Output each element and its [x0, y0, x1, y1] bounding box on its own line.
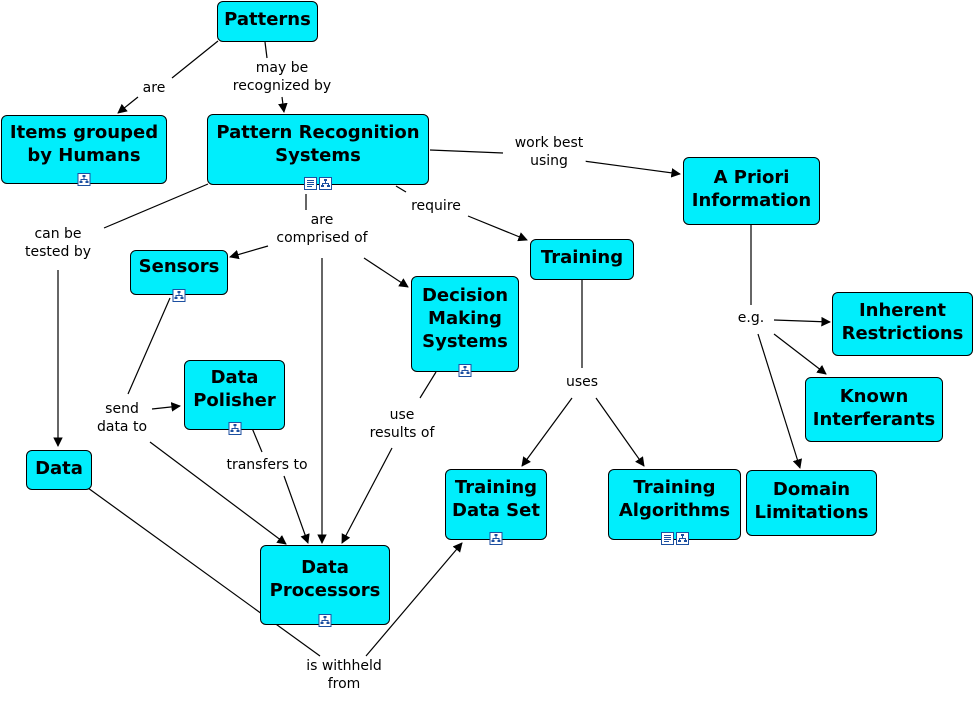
link-label-are-comprised-of: are comprised of [274, 211, 370, 247]
link-label-work-best-using: work best using [512, 134, 586, 170]
line-eg-inherent [773, 316, 831, 327]
concept-label: Sensors [138, 256, 220, 277]
link-label-transfers-to: transfers to [224, 456, 310, 474]
concept-map-icon[interactable] [319, 177, 332, 190]
concept-map-icon[interactable] [458, 364, 472, 377]
link-label-may-be-recognized-by: may be recognized by [230, 59, 334, 95]
concept-data-processors[interactable]: Data Processors [260, 545, 390, 627]
line-require-training [467, 215, 528, 242]
line-sensors-send [127, 297, 171, 395]
concept-decision-making-systems[interactable]: Decision Making Systems [411, 276, 519, 377]
concept-inherent-restrictions[interactable]: Inherent Restrictions [832, 292, 973, 356]
line-are-items [117, 96, 139, 114]
concept-label: Training Algorithms [618, 476, 731, 521]
concept-label: A Priori Information [691, 167, 812, 211]
link-label-is-withheld-from: is withheld from [304, 657, 384, 693]
concept-data-polisher[interactable]: Data Polisher [184, 360, 285, 435]
document-icon[interactable] [304, 177, 317, 190]
concept-training[interactable]: Training [530, 239, 634, 280]
line-workbest-apriori [575, 159, 681, 178]
line-transfers-processors [283, 475, 310, 544]
line-eg-domain [757, 333, 802, 469]
concept-patterns[interactable]: Patterns [217, 1, 318, 42]
concept-data[interactable]: Data [26, 450, 92, 490]
link-label-require: require [409, 197, 463, 215]
concept-domain-limitations[interactable]: Domain Limitations [746, 470, 877, 536]
line-comprised-decision [363, 257, 409, 288]
concept-map-icon[interactable] [228, 422, 241, 435]
link-label-are: are [140, 79, 168, 97]
concept-sensors[interactable]: Sensors [130, 250, 228, 302]
concept-label: Data [35, 457, 83, 479]
line-polisher-transfers [251, 427, 263, 453]
concept-label: Items grouped by Humans [9, 121, 159, 166]
line-withheld-dataset [365, 542, 463, 657]
concept-a-priori-information[interactable]: A Priori Information [683, 157, 820, 225]
concept-training-data-set[interactable]: Training Data Set [445, 469, 547, 545]
link-label-can-be-tested-by: can be tested by [22, 225, 94, 261]
document-icon[interactable] [660, 532, 674, 545]
concept-label: Known Interferants [812, 385, 936, 430]
concept-label: Domain Limitations [754, 479, 869, 523]
concept-known-interferants[interactable]: Known Interferants [805, 377, 943, 442]
concept-training-algorithms[interactable]: Training Algorithms [608, 469, 741, 545]
concept-items-grouped-by-humans[interactable]: Items grouped by Humans [1, 115, 167, 186]
line-uses-algorithms [595, 397, 645, 467]
concept-label: Training [540, 247, 624, 268]
line-patterns-maybe [264, 41, 268, 59]
link-label-uses: uses [563, 373, 601, 391]
line-send-polisher [151, 402, 181, 412]
line-send-processors [149, 441, 287, 545]
concept-label: Pattern Recognition Systems [216, 121, 420, 166]
concept-label: Training Data Set [452, 476, 540, 521]
line-uses-dataset [521, 397, 573, 467]
concept-pattern-recognition-systems[interactable]: Pattern Recognition Systems [207, 114, 429, 190]
line-prs-workbest [429, 149, 504, 154]
concept-map-icon[interactable] [77, 173, 91, 186]
concept-label: Inherent Restrictions [841, 300, 964, 344]
line-decision-use [419, 371, 437, 399]
line-patterns-are [171, 40, 219, 79]
link-label-send-data-to: send data to [94, 400, 150, 436]
line-comprised-sensors [229, 245, 269, 260]
concept-label: Decision Making Systems [421, 284, 509, 352]
concept-label: Patterns [224, 9, 311, 30]
link-label-eg: e.g. [735, 309, 767, 327]
concept-map-icon[interactable] [675, 532, 689, 545]
line-maybe-prs [278, 96, 288, 113]
link-label-use-results-of: use results of [367, 406, 437, 442]
line-data-withheld [87, 487, 321, 657]
line-eg-known [773, 333, 827, 375]
concept-map-icon[interactable] [489, 532, 503, 545]
line-prs-canbe [103, 183, 209, 229]
line-prs-require [395, 185, 407, 193]
concept-label: Data Processors [269, 557, 381, 601]
concept-map-icon[interactable] [172, 289, 186, 302]
line-use-processors [341, 447, 393, 544]
concept-label: Data Polisher [193, 367, 276, 411]
concept-map-icon[interactable] [318, 614, 332, 627]
